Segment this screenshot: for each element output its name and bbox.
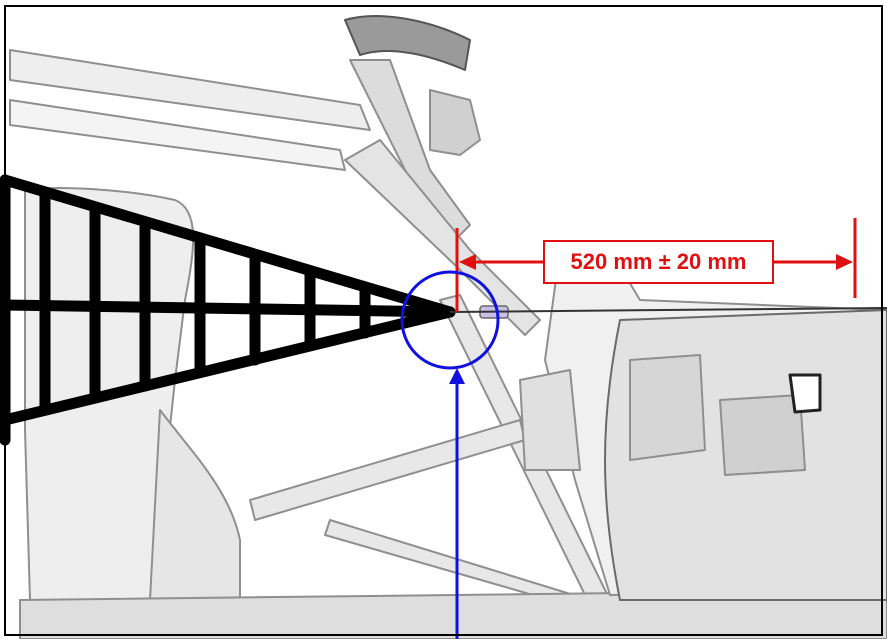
net-mount-hardware [449, 305, 887, 319]
diagram-border [4, 5, 883, 636]
dimension-arrow-icon [455, 218, 857, 312]
callout-circle-icon [400, 270, 500, 639]
roll-cage-icon [9, 49, 371, 131]
vehicle-body-illustration [9, 15, 887, 639]
dimension-label: 520 mm ± 20 mm [543, 240, 774, 284]
dimension-label-text: 520 mm ± 20 mm [570, 249, 747, 274]
window-net-icon [0, 174, 456, 446]
